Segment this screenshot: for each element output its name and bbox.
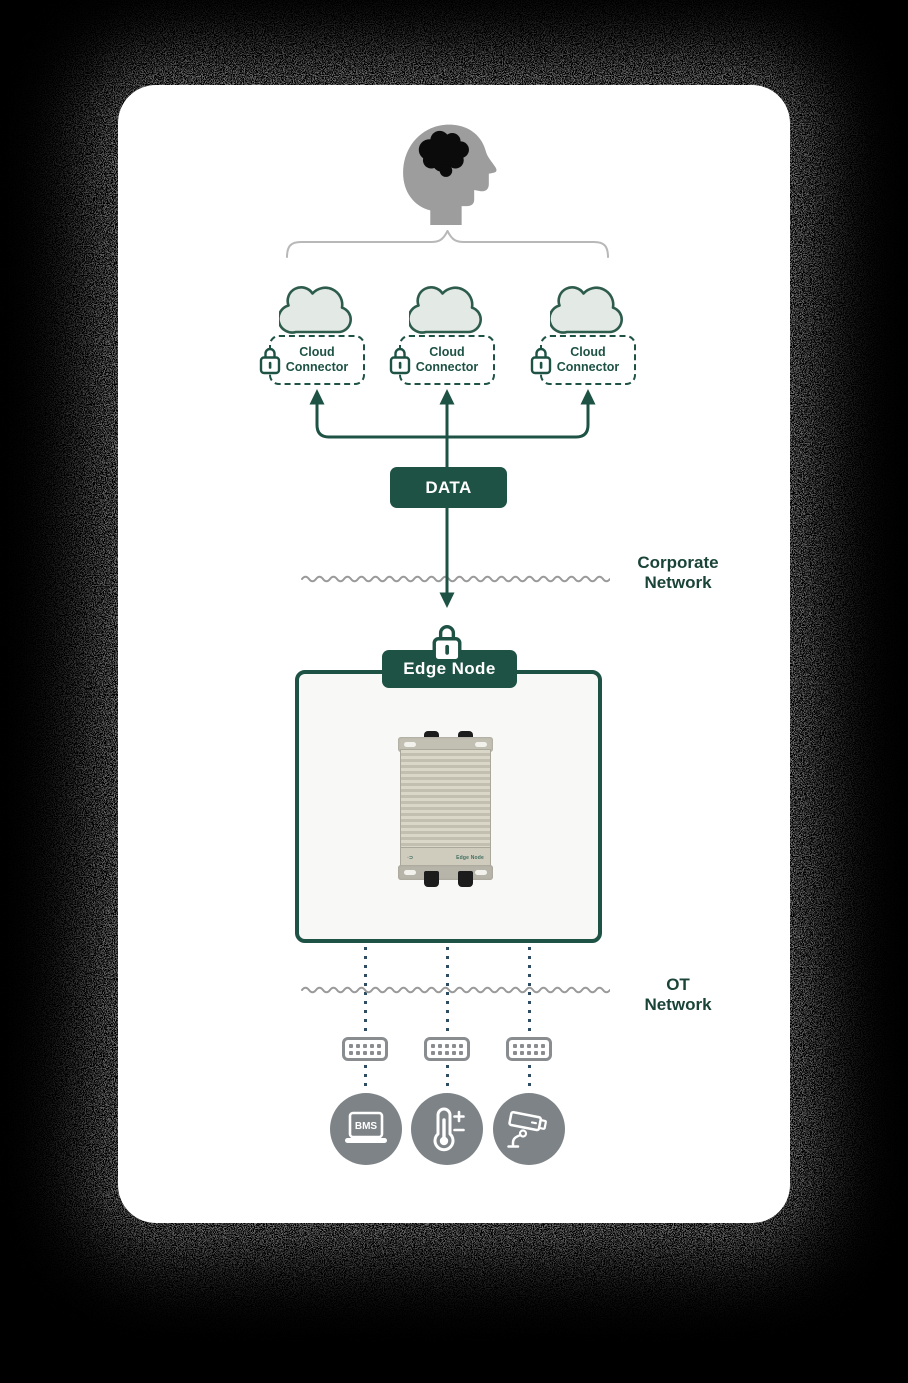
edge-node-lock-icon	[432, 625, 462, 663]
device-logo-text: ◦⊃	[407, 855, 414, 861]
serial-port-icon	[342, 1037, 388, 1061]
cloud-connector-label: Cloud Connector	[415, 345, 479, 374]
corporate-network-wavy-line	[301, 575, 610, 583]
cctv-camera-icon	[507, 1110, 547, 1148]
endpoint-temperature	[411, 1093, 483, 1165]
cloud-icon	[279, 286, 352, 334]
dotted-link	[446, 947, 449, 1033]
ot-network-wavy-line	[301, 986, 610, 994]
serial-port-icon	[506, 1037, 552, 1061]
cloud-icon	[550, 286, 623, 334]
data-badge: DATA	[390, 467, 507, 508]
corporate-network-label: Corporate Network	[637, 553, 719, 593]
lock-icon	[389, 347, 411, 375]
brain-icon	[418, 130, 469, 177]
cloud-connector-label: Cloud Connector	[285, 345, 349, 374]
dotted-link	[446, 1065, 449, 1091]
cloud-connector-box: Cloud Connector	[540, 335, 636, 385]
cloud-connector-label: Cloud Connector	[556, 345, 620, 374]
human-head-brain-icon	[403, 124, 497, 225]
diagram-card: Cloud Connector Cloud Connector Cloud Co…	[118, 85, 790, 1223]
lock-icon	[259, 347, 281, 375]
lock-icon	[530, 347, 552, 375]
edge-node-device-photo: ◦⊃ Edge Node	[398, 731, 493, 889]
bms-text: BMS	[355, 1121, 378, 1132]
endpoint-camera	[493, 1093, 565, 1165]
dotted-link	[528, 1065, 531, 1091]
device-label-text: Edge Node	[456, 855, 484, 861]
dotted-link	[528, 947, 531, 1033]
cloud-icon	[409, 286, 482, 334]
dotted-link	[364, 1065, 367, 1091]
thermometer-icon	[433, 1107, 465, 1152]
endpoint-bms: BMS	[330, 1093, 402, 1165]
cloud-connector-box: Cloud Connector	[399, 335, 495, 385]
ot-network-label: OT Network	[644, 975, 712, 1015]
brace	[286, 230, 609, 258]
cloud-connector-box: Cloud Connector	[269, 335, 365, 385]
bms-laptop-icon: BMS	[345, 1111, 387, 1143]
serial-port-icon	[424, 1037, 470, 1061]
